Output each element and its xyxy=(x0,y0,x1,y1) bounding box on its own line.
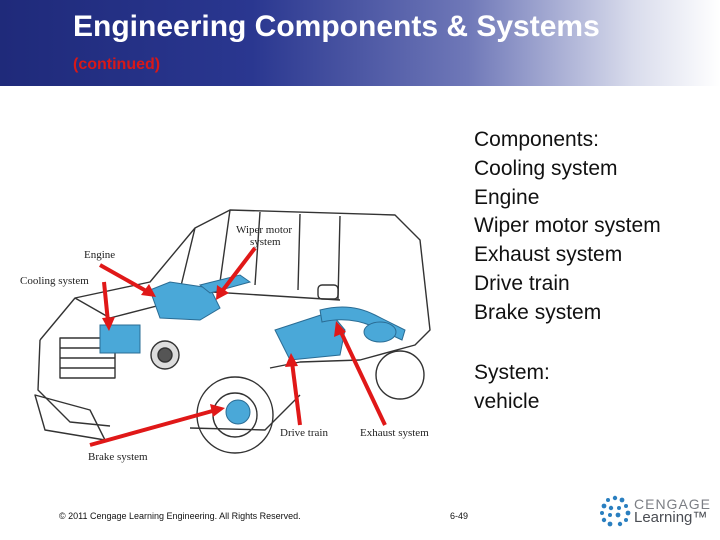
wiper-motor xyxy=(198,274,252,294)
label-cooling-system: Cooling system xyxy=(20,275,89,287)
body-outline xyxy=(39,209,431,369)
label-drive-train: Drive train xyxy=(280,427,328,439)
component-item: Brake system xyxy=(474,300,602,324)
cengage-dots-icon xyxy=(600,495,631,527)
title-bar: Engineering Components & Systems (contin… xyxy=(0,0,720,86)
arrow-wiper xyxy=(221,246,257,292)
label-wiper-line2: system xyxy=(250,236,281,248)
arrow-exhaust xyxy=(338,329,387,426)
slide-title: Engineering Components & Systems xyxy=(73,10,600,43)
logo-line2: Learning™ xyxy=(634,509,708,526)
components-heading: Components: xyxy=(474,128,599,151)
arrow-engine xyxy=(99,263,149,294)
muffler xyxy=(363,321,397,343)
slide-subtitle: (continued) xyxy=(73,56,161,73)
page-number: 6-49 xyxy=(450,511,469,521)
label-exhaust-system: Exhaust system xyxy=(360,427,429,439)
component-item: Drive train xyxy=(474,271,570,295)
component-item: Engine xyxy=(474,185,540,209)
system-value: vehicle xyxy=(474,390,540,413)
component-item: Exhaust system xyxy=(474,243,623,267)
vehicle-drawing xyxy=(34,209,431,454)
label-wiper-motor: Wiper motor system xyxy=(236,224,292,248)
system-heading: System: xyxy=(474,361,550,384)
component-item: Wiper motor system xyxy=(474,214,661,238)
radiator xyxy=(99,324,141,354)
copyright-text: © 2011 Cengage Learning Engineering. All… xyxy=(59,511,301,521)
arrow-cooling xyxy=(102,281,110,323)
system-block: System: vehicle xyxy=(474,358,550,416)
cengage-logo: CENGAGE Learning™ xyxy=(598,494,714,528)
label-brake-system: Brake system xyxy=(88,451,148,463)
arrow-brake xyxy=(89,408,217,447)
components-list: Components: Cooling system Engine Wiper … xyxy=(474,126,661,328)
vehicle-illustration xyxy=(0,190,450,480)
label-engine: Engine xyxy=(84,249,116,261)
brake-disc xyxy=(225,399,251,425)
engine-block xyxy=(149,281,221,321)
component-item: Cooling system xyxy=(474,156,618,180)
logo-line1: CENGAGE xyxy=(634,496,712,512)
exhaust-pipe xyxy=(319,306,406,341)
arrow-drive xyxy=(290,361,302,426)
label-wiper-line1: Wiper motor xyxy=(236,224,293,236)
